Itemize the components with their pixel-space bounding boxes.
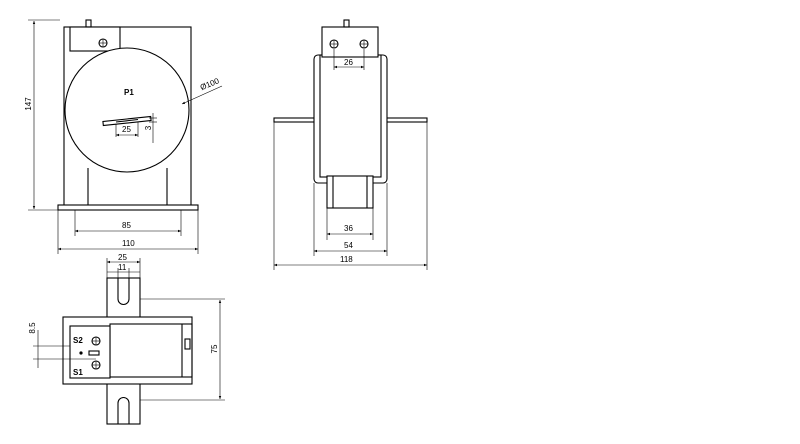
- primary-slot: [102, 115, 152, 127]
- side-busbar-left: [273, 117, 319, 123]
- front-terminal-box: [69, 26, 121, 52]
- top-busbar-upper: [106, 277, 141, 325]
- terminal-s2-label: S2: [73, 336, 83, 345]
- side-view: 26 36 54 118: [273, 19, 428, 270]
- dim-window-width: 36: [344, 224, 353, 233]
- front-terminal-stud: [85, 19, 92, 28]
- dim-slot-width: 25: [122, 125, 131, 134]
- front-base-plate: [57, 204, 199, 211]
- side-busbar-right: [382, 117, 428, 123]
- front-core-circle: [64, 47, 190, 173]
- side-terminal-stud: [343, 19, 350, 28]
- dim-depth: 75: [210, 344, 219, 353]
- screw-icon: [98, 38, 108, 48]
- terminal-p1-label: P1: [124, 88, 134, 97]
- dim-base-holes: 85: [122, 221, 131, 230]
- dim-body-width: 54: [344, 241, 353, 250]
- diameter-leader: [181, 85, 223, 105]
- front-view: 147 Ø100 P1 25 3 85 110: [24, 19, 223, 254]
- polarity-dot-icon: [79, 351, 83, 355]
- dim-base-width: 110: [122, 239, 135, 248]
- dim-slot-height: 3: [144, 125, 153, 130]
- top-view: S2 S1 25 11 8.5 75: [28, 253, 225, 425]
- screw-icon: [91, 336, 101, 346]
- dim-diameter: Ø100: [199, 76, 221, 92]
- side-terminal-block: [321, 26, 379, 58]
- screw-icon: [91, 360, 101, 370]
- terminal-link: [88, 350, 100, 356]
- dim-height: 147: [24, 97, 33, 111]
- top-terminal-box: [69, 325, 111, 379]
- side-body-outline: [313, 54, 388, 184]
- dim-overall-width: 118: [340, 255, 353, 264]
- dim-terminal-offset: 8.5: [28, 322, 37, 334]
- dim-terminal-spacing: 26: [344, 58, 353, 67]
- dim-bus-slot: 11: [118, 263, 127, 272]
- terminal-s1-label: S1: [73, 368, 83, 377]
- side-foot-window: [326, 175, 374, 209]
- dim-bus-width: 25: [118, 253, 127, 262]
- screw-icon: [359, 39, 369, 49]
- screw-icon: [329, 39, 339, 49]
